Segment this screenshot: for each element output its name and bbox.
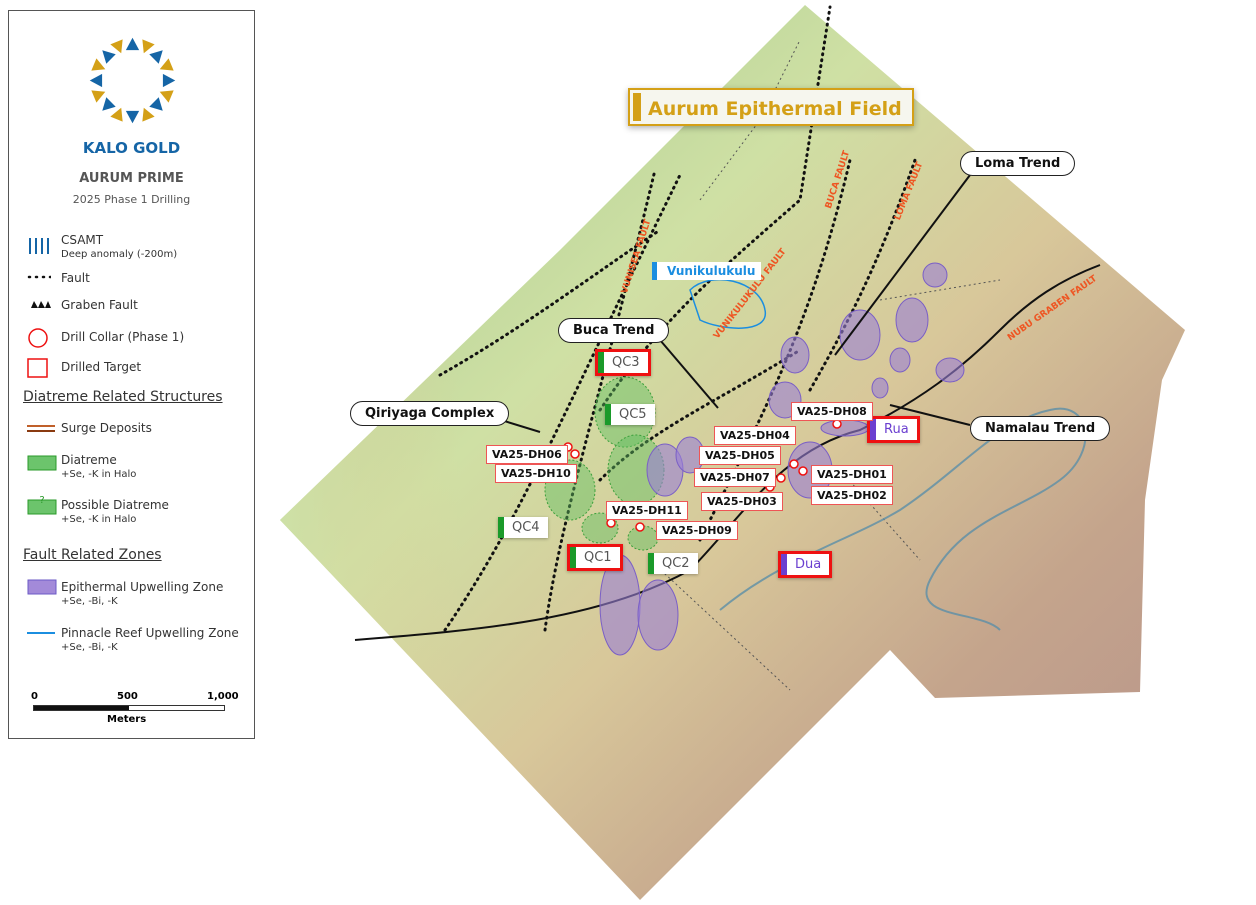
drillhole-label[interactable]: VA25-DH09 xyxy=(656,521,738,540)
section-fault-zones: Fault Related Zones xyxy=(23,547,162,563)
fault-icon xyxy=(27,275,51,279)
trend-label-qiriyaga: Qiriyaga Complex xyxy=(350,401,510,426)
logo-triangle xyxy=(149,50,163,64)
legend-drill-collar: Drill Collar (Phase 1) xyxy=(61,330,185,344)
logo-triangle xyxy=(91,90,106,103)
legend-pinnacle-reef: Pinnacle Reef Upwelling Zone+Se, -Bi, -K xyxy=(61,626,239,653)
svg-text:?: ? xyxy=(39,495,44,506)
brand-name: KALO GOLD xyxy=(82,139,181,157)
drillhole-label[interactable]: VA25-DH03 xyxy=(701,492,783,511)
logo-triangle xyxy=(149,97,163,111)
surge-deposits-icon xyxy=(27,425,55,432)
logo-triangle xyxy=(125,110,140,124)
legend-graben-fault: Graben Fault xyxy=(61,298,138,312)
logo-triangle xyxy=(110,39,123,54)
target-qc2[interactable]: QC2 xyxy=(648,553,698,574)
logo-triangle xyxy=(159,90,174,103)
target-qc4[interactable]: QC4 xyxy=(498,517,548,538)
drillhole-label[interactable]: VA25-DH04 xyxy=(714,426,796,445)
csamt-icon xyxy=(29,238,49,254)
trend-label-buca: Buca Trend xyxy=(558,318,670,343)
legend-surge-deposits: Surge Deposits xyxy=(61,421,152,435)
target-qc1[interactable]: QC1 xyxy=(567,544,623,571)
kalo-gold-logo xyxy=(89,37,176,124)
trend-label-namalau: Namalau Trend xyxy=(970,416,1111,441)
legend-fault: Fault xyxy=(61,271,90,285)
logo-triangle xyxy=(159,58,174,71)
project-name: AURUM PRIME xyxy=(79,171,184,186)
logo-triangle xyxy=(110,107,123,122)
drillhole-label[interactable]: VA25-DH10 xyxy=(495,464,577,483)
target-qc3[interactable]: QC3 xyxy=(595,349,651,376)
drill-collar-icon xyxy=(28,328,48,348)
epithermal-zone-icon xyxy=(27,579,57,595)
scale-tick-0: 0 xyxy=(31,691,38,702)
logo-triangle xyxy=(89,73,103,88)
logo-triangle xyxy=(142,39,155,54)
drillhole-label[interactable]: VA25-DH11 xyxy=(606,501,688,520)
logo-triangle xyxy=(102,97,116,111)
legend-drilled-target: Drilled Target xyxy=(61,360,142,374)
target-rua[interactable]: Rua xyxy=(867,416,920,443)
trend-label-loma: Loma Trend xyxy=(960,151,1076,176)
map-title: Aurum Epithermal Field xyxy=(628,88,914,126)
logo-triangle xyxy=(142,107,155,122)
diatreme-icon xyxy=(27,455,57,471)
logo-triangle xyxy=(102,50,116,64)
drillhole-label[interactable]: VA25-DH05 xyxy=(699,446,781,465)
scale-bar xyxy=(33,705,225,711)
scale-tick-1000: 1,000 xyxy=(207,691,239,702)
drillhole-label[interactable]: VA25-DH06 xyxy=(486,445,568,464)
scale-unit: Meters xyxy=(107,714,147,725)
legend-panel: KALO GOLD AURUM PRIME 2025 Phase 1 Drill… xyxy=(8,10,255,739)
area-label-vunikulukulu: Vunikulukulu xyxy=(652,262,762,280)
graben-fault-icon xyxy=(27,301,51,308)
possible-diatreme-icon: ? xyxy=(27,495,57,515)
logo-triangle xyxy=(91,58,106,71)
drillhole-label[interactable]: VA25-DH01 xyxy=(811,465,893,484)
epithermal-zones xyxy=(599,262,965,656)
target-qc5[interactable]: QC5 xyxy=(605,404,655,425)
legend-diatreme: Diatreme+Se, -K in Halo xyxy=(61,453,137,480)
section-diatreme: Diatreme Related Structures xyxy=(23,389,223,405)
logo-triangle xyxy=(162,73,176,88)
target-dua[interactable]: Dua xyxy=(778,551,833,578)
legend-possible-diatreme: Possible Diatreme+Se, -K in Halo xyxy=(61,498,169,525)
logo-triangle xyxy=(125,37,140,51)
project-subtitle: 2025 Phase 1 Drilling xyxy=(72,193,191,206)
scale-tick-500: 500 xyxy=(117,691,138,702)
drilled-target-icon xyxy=(27,358,48,378)
survey-area-lowland xyxy=(280,250,640,900)
drillhole-label[interactable]: VA25-DH07 xyxy=(694,468,776,487)
legend-epithermal-zone: Epithermal Upwelling Zone+Se, -Bi, -K xyxy=(61,580,224,607)
drillhole-label[interactable]: VA25-DH02 xyxy=(811,486,893,505)
pinnacle-reef-icon xyxy=(27,632,55,634)
drillhole-label[interactable]: VA25-DH08 xyxy=(791,402,873,421)
diatremes xyxy=(544,376,665,551)
